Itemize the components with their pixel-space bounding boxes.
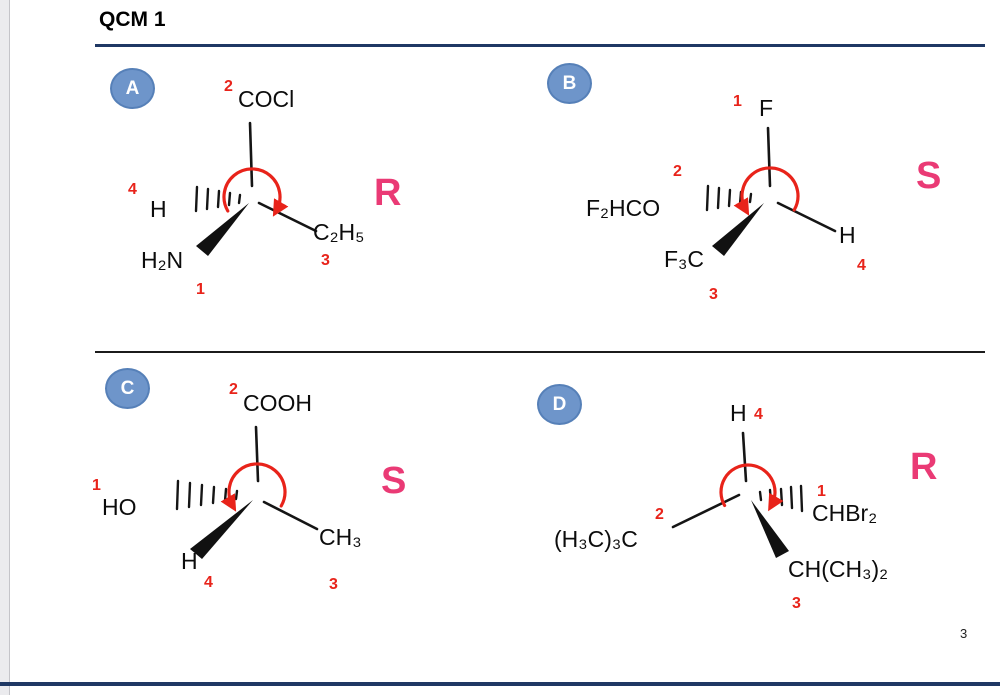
panel-d-rotation-arrow <box>719 463 784 512</box>
panel-c-bonds <box>175 425 319 559</box>
panel-b-rotation-arrow <box>733 166 800 216</box>
page-number: 3 <box>960 626 968 641</box>
panel-a-rotation-arrow <box>222 167 289 217</box>
panel-d-bottom-substituent: CH(CH₃)₂ <box>788 556 889 582</box>
panel-c-top-substituent: COOH <box>243 390 312 416</box>
panel-a-bottom-substituent: H₂N <box>141 247 184 273</box>
panel-a-bottom-priority: 1 <box>196 281 205 298</box>
panel-d-top-priority: 4 <box>754 406 763 423</box>
panel-b-left-priority: 2 <box>673 163 682 180</box>
panel-b-right-substituent: H <box>839 222 856 248</box>
section-divider <box>95 351 985 353</box>
window-edge <box>0 0 10 695</box>
panel-a-right-priority: 3 <box>321 252 330 269</box>
panel-c-right-substituent: CH₃ <box>319 524 362 550</box>
panel-b-configuration: S <box>916 155 942 197</box>
panel-b-top-substituent: F <box>759 95 774 121</box>
panel-d-bottom-priority: 3 <box>792 595 801 612</box>
panel-a-top-priority: 2 <box>224 78 233 95</box>
panel-a-badge: A <box>110 68 155 109</box>
panel-a-right-substituent: C₂H₅ <box>313 219 365 245</box>
panel-d-right-substituent: CHBr₂ <box>812 500 878 526</box>
panel-b-left-substituent: F₂HCO <box>586 195 661 221</box>
panel-b-badge: B <box>547 63 592 104</box>
panel-b-bottom-priority: 3 <box>709 286 718 303</box>
panel-c-left-substituent: HO <box>102 494 137 520</box>
panel-c-bottom-priority: 4 <box>204 574 213 591</box>
panel-d-bonds <box>671 431 804 558</box>
panel-c-right-priority: 3 <box>329 576 338 593</box>
panel-c-badge: C <box>105 368 150 409</box>
panel-a-configuration: R <box>374 172 402 214</box>
panel-b-right-priority: 4 <box>857 257 866 274</box>
panel-d-top-substituent: H <box>730 400 747 426</box>
panel-c-rotation-arrow <box>220 462 287 512</box>
slide-title: QCM 1 <box>99 8 166 31</box>
panel-d-left-priority: 2 <box>655 506 664 523</box>
title-underline <box>95 44 985 47</box>
panel-a-left-priority: 4 <box>128 181 137 198</box>
panel-b-bonds <box>705 126 837 256</box>
slide-footer-bar <box>0 682 1000 686</box>
panel-d-left-substituent: (H₃C)₃C <box>554 526 638 552</box>
panel-c-configuration: S <box>381 460 407 502</box>
panel-b-top-priority: 1 <box>733 93 742 110</box>
panel-d-configuration: R <box>910 446 938 488</box>
panel-c-bottom-substituent: H <box>181 548 198 574</box>
panel-a-left-substituent: H <box>150 196 167 222</box>
panel-c-left-priority: 1 <box>92 477 101 494</box>
panel-d-right-priority: 1 <box>817 483 826 500</box>
panel-b-bottom-substituent: F₃C <box>664 246 705 272</box>
panel-d-badge: D <box>537 384 582 425</box>
panel-a-bonds <box>194 121 318 256</box>
panel-c-top-priority: 2 <box>229 381 238 398</box>
panel-a-top-substituent: COCl <box>238 86 295 112</box>
